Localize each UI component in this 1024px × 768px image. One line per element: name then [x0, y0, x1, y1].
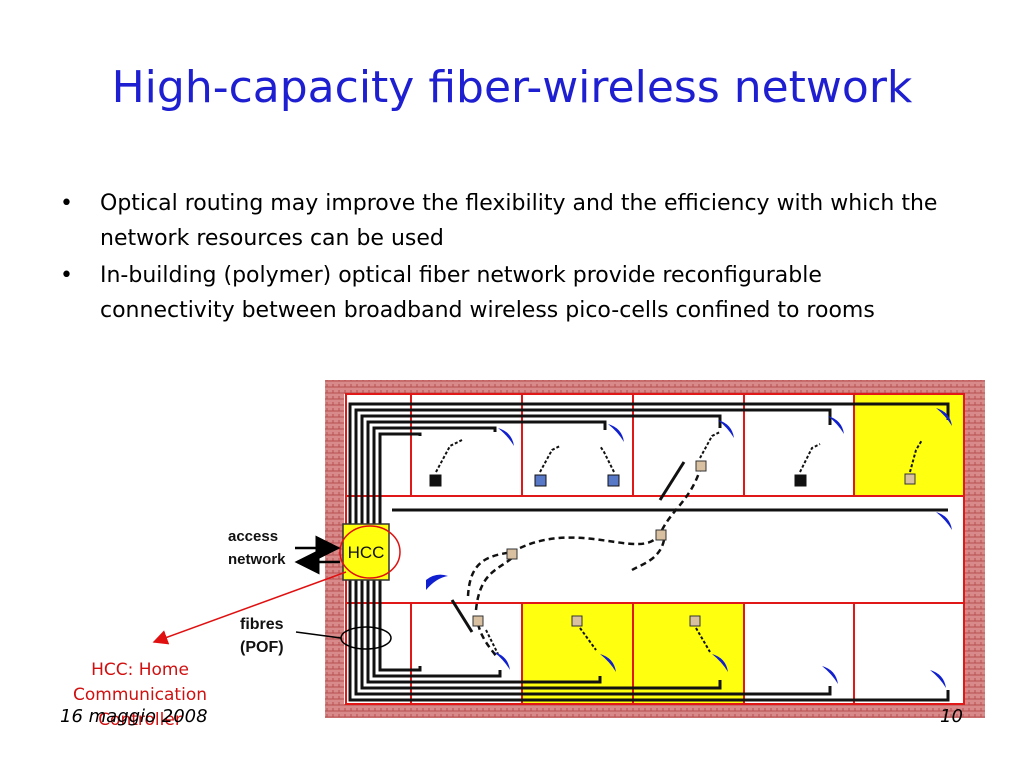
antenna-icon: [494, 652, 510, 670]
fibre-link: [450, 599, 474, 633]
bullet-item: • Optical routing may improve the flexib…: [58, 186, 958, 256]
bullet-list: • Optical routing may improve the flexib…: [58, 186, 958, 330]
hcc-note-line: Communication: [73, 685, 207, 705]
optical-paths: [466, 469, 702, 657]
terminal-node: [794, 474, 807, 487]
network-label: network: [228, 551, 286, 568]
hcc-note-arrow: [152, 571, 347, 645]
hcc-note: HCC: Home Communication Controller: [52, 658, 228, 733]
terminal-nodes: [429, 474, 807, 487]
antennas: [426, 408, 952, 688]
corridor: [345, 495, 965, 604]
switch-node: [571, 615, 583, 627]
antenna-icon: [608, 424, 624, 442]
antenna-icon: [822, 666, 838, 684]
bullet-glyph: •: [60, 263, 73, 288]
slide-title: High-capacity fiber-wireless network: [111, 62, 913, 113]
switch-node: [472, 615, 484, 627]
switch-node: [655, 529, 667, 541]
bullet-text: In-building (polymer) optical fiber netw…: [100, 263, 875, 323]
terminal-node: [429, 474, 442, 487]
hcc-note-line: HCC: Home: [91, 660, 189, 680]
room: [743, 602, 855, 705]
hcc-note-line: Controller: [98, 710, 182, 730]
antenna-icon: [712, 654, 728, 672]
fibre-bundle: [348, 402, 950, 702]
optical-switches: [472, 460, 916, 627]
antenna-icon: [936, 512, 952, 530]
bullet-text: Optical routing may improve the flexibil…: [100, 191, 938, 251]
bullet-glyph: •: [60, 191, 73, 216]
hcc-box-label: HCC: [348, 543, 385, 562]
antenna-icon: [498, 428, 514, 446]
switch-node: [904, 473, 916, 485]
terminal-node: [607, 474, 620, 487]
switch-node: [695, 460, 707, 472]
page-number: 10: [940, 706, 963, 727]
antenna-icon: [930, 670, 946, 688]
antenna-icon: [936, 408, 952, 426]
fibre-link: [658, 461, 686, 501]
terminal-node: [534, 474, 547, 487]
antenna-icon: [828, 416, 844, 434]
fibres-label: fibres: [240, 616, 284, 633]
room: [853, 602, 965, 705]
antenna-icon: [600, 654, 616, 672]
switch-node: [506, 548, 518, 560]
bullet-item: • In-building (polymer) optical fiber ne…: [58, 258, 958, 328]
footer-date: 16 maggio 2008: [60, 706, 208, 727]
access-label: access: [228, 528, 279, 545]
pof-label: (POF): [240, 639, 284, 656]
antenna-icon: [718, 420, 734, 438]
wireless-links: [435, 431, 923, 655]
hcc-box: [342, 523, 390, 581]
fibres-pointer: [295, 631, 342, 639]
antenna-icon: [426, 574, 448, 590]
switch-node: [689, 615, 701, 627]
